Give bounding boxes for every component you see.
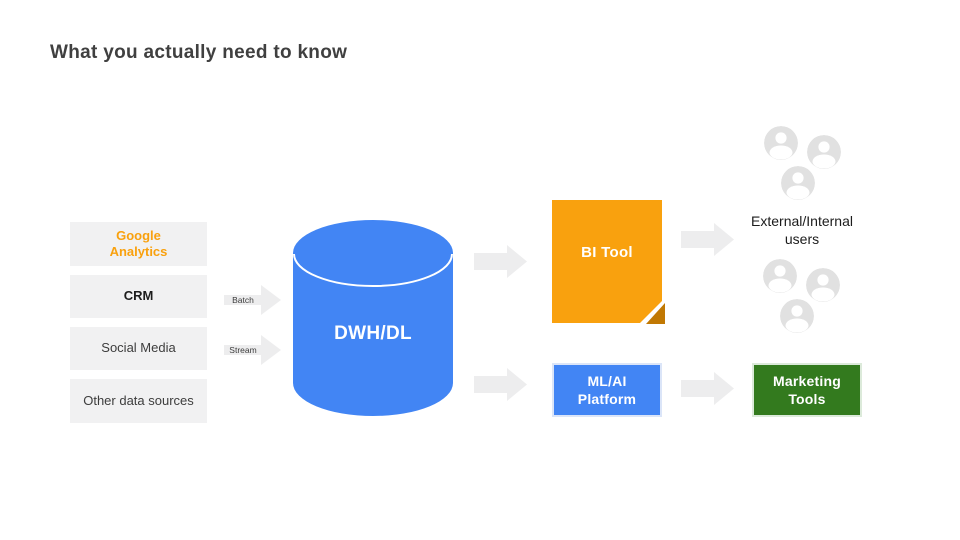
arrow-right-icon (681, 372, 734, 405)
batch-arrow-label: Batch (232, 295, 254, 305)
stream-arrow: Stream (224, 335, 282, 365)
user-icon (763, 259, 797, 293)
arrow-right-icon (681, 223, 734, 256)
arrow-right-icon (474, 368, 527, 401)
bi-tool-label: BI Tool (581, 244, 633, 261)
database-cylinder-icon (293, 220, 453, 416)
arrow-right-icon (224, 285, 281, 315)
bi-tool-box: BI Tool (552, 200, 665, 325)
user-icon (781, 166, 815, 200)
marketing-tools-label: Marketing Tools (773, 372, 841, 407)
user-icon (806, 268, 840, 302)
arrow-right-icon (224, 335, 281, 365)
ml-ai-platform-label: ML/AI Platform (577, 372, 637, 407)
marketing-tools-box: Marketing Tools (752, 363, 862, 417)
ml-ai-platform-box: ML/AI Platform (552, 363, 662, 417)
users-label: External/Internal users (751, 213, 853, 248)
arrow-ml-to-marketing (681, 372, 734, 405)
dwh-dl-cylinder: DWH/DL (293, 220, 453, 416)
source-label-social-media: Social Media (101, 340, 176, 356)
user-cluster-top (764, 126, 842, 201)
source-box-social-media: Social Media (70, 327, 207, 370)
user-cluster-bottom (763, 259, 841, 334)
source-box-google-analytics: Google Analytics (70, 222, 207, 266)
batch-arrow: Batch (224, 285, 282, 315)
user-icon (780, 299, 814, 333)
stream-arrow-label: Stream (229, 345, 257, 355)
source-label-google-analytics: Google Analytics (109, 227, 168, 259)
dwh-dl-label: DWH/DL (334, 323, 412, 344)
arrow-right-icon (474, 245, 527, 278)
source-box-crm: CRM (70, 275, 207, 318)
user-icon (807, 135, 841, 169)
source-label-other-data-sources: Other data sources (83, 392, 194, 408)
page-title: What you actually need to know (50, 42, 348, 63)
arrow-dwh-to-bi (474, 245, 527, 278)
source-label-crm: CRM (123, 288, 154, 304)
source-box-other-data-sources: Other data sources (70, 379, 207, 423)
arrow-bi-to-users (681, 223, 734, 256)
arrow-dwh-to-ml (474, 368, 527, 401)
folded-page-icon (552, 200, 665, 324)
user-icon (764, 126, 798, 160)
